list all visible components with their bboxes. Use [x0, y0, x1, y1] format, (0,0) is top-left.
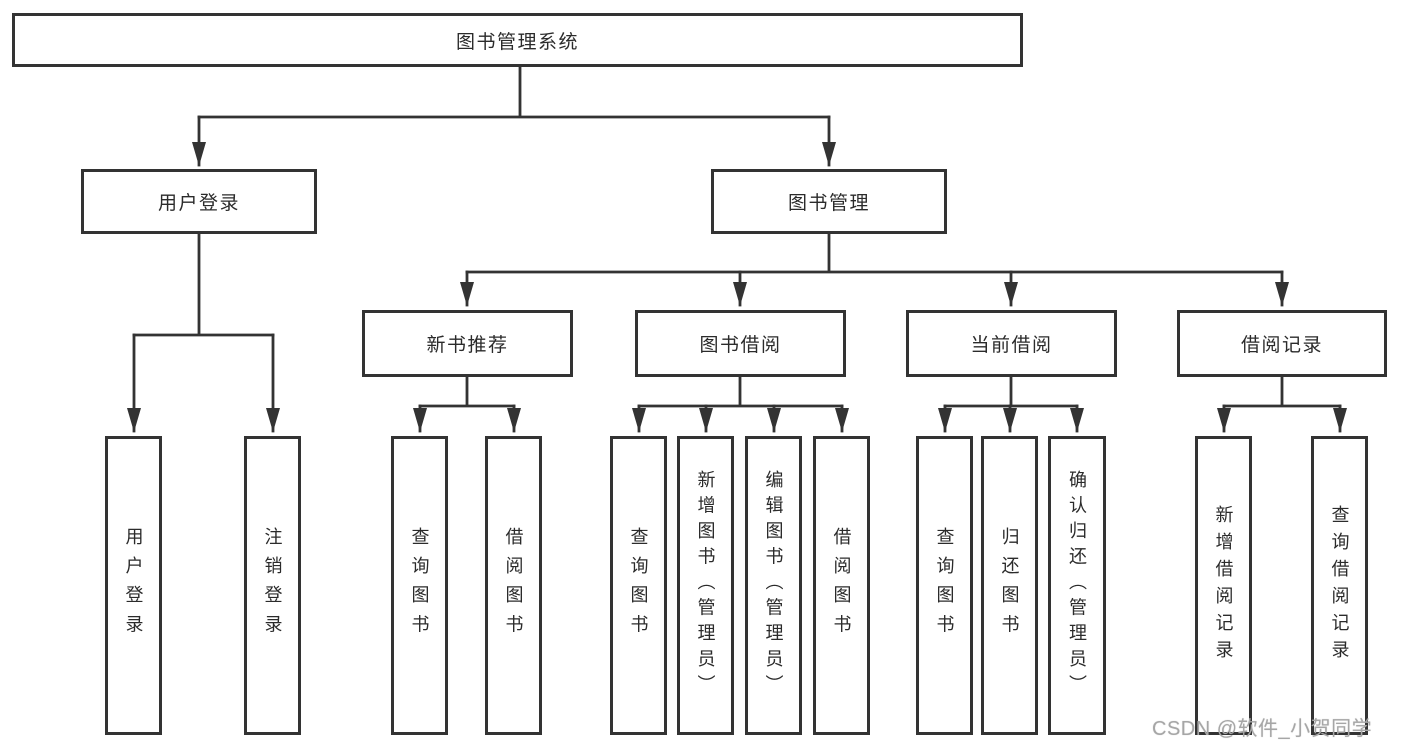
leaf-current-query-books: 查询图书 — [916, 436, 973, 735]
node-new-book-recommend: 新书推荐 — [362, 310, 573, 377]
connector-root-stem — [197, 65, 831, 119]
node-root-library-system: 图书管理系统 — [12, 13, 1023, 67]
leaf-current-confirm-return-admin: 确认归还（管理员） — [1048, 436, 1106, 735]
connector-current-stem — [943, 375, 1079, 408]
leaf-record-add-borrow-record: 新增借阅记录 — [1195, 436, 1252, 735]
leaf-borrow-edit-books-admin: 编辑图书（管理员） — [745, 436, 802, 735]
node-book-management: 图书管理 — [711, 169, 947, 234]
node-user-login: 用户登录 — [81, 169, 317, 234]
leaf-record-query-borrow-record: 查询借阅记录 — [1311, 436, 1368, 735]
leaf-logout: 注销登录 — [244, 436, 301, 735]
connector-userlogin-stem — [132, 232, 275, 337]
leaf-current-return-books: 归还图书 — [981, 436, 1038, 735]
leaf-borrow-add-books-admin: 新增图书（管理员） — [677, 436, 734, 735]
leaf-borrow-query-books: 查询图书 — [610, 436, 667, 735]
leaf-borrow-borrow-books: 借阅图书 — [813, 436, 870, 735]
node-book-borrowing: 图书借阅 — [635, 310, 846, 377]
connector-newbook-stem — [418, 375, 516, 408]
node-current-borrowing: 当前借阅 — [906, 310, 1117, 377]
connector-record-stem — [1222, 375, 1342, 408]
leaf-user-login: 用户登录 — [105, 436, 162, 735]
connector-borrow-stem — [637, 375, 844, 408]
connector-bookmgmt-stem — [465, 232, 1284, 274]
csdn-watermark: CSDN @软件_小贺同学 — [1152, 718, 1373, 740]
node-borrowing-records: 借阅记录 — [1177, 310, 1387, 377]
leaf-newbook-query-books: 查询图书 — [391, 436, 448, 735]
leaf-newbook-borrow-books: 借阅图书 — [485, 436, 542, 735]
